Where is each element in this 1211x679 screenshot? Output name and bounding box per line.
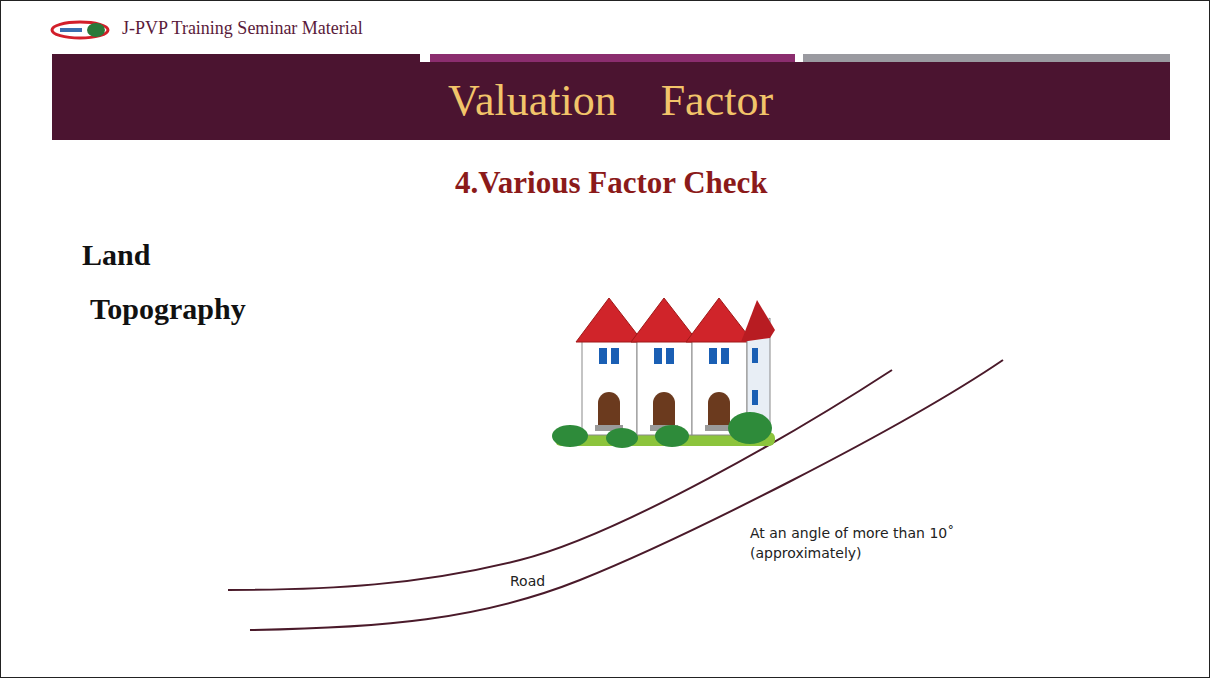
accent-bar — [803, 54, 1170, 62]
title-band — [52, 62, 1170, 140]
house-illustration — [552, 298, 775, 448]
slide-title: Valuation Factor — [448, 79, 773, 123]
road — [228, 360, 1003, 630]
accent-bar — [430, 54, 795, 62]
section-heading: 4.Various Factor Check — [455, 167, 768, 198]
logo — [52, 22, 108, 38]
accent-bar — [52, 54, 420, 62]
angle-note: At an angle of more than 10˚ (approximat… — [750, 524, 1020, 563]
topic-label: Land Topography — [82, 228, 290, 336]
header-text: J-PVP Training Seminar Material — [122, 19, 363, 39]
road-label: Road — [510, 574, 545, 589]
